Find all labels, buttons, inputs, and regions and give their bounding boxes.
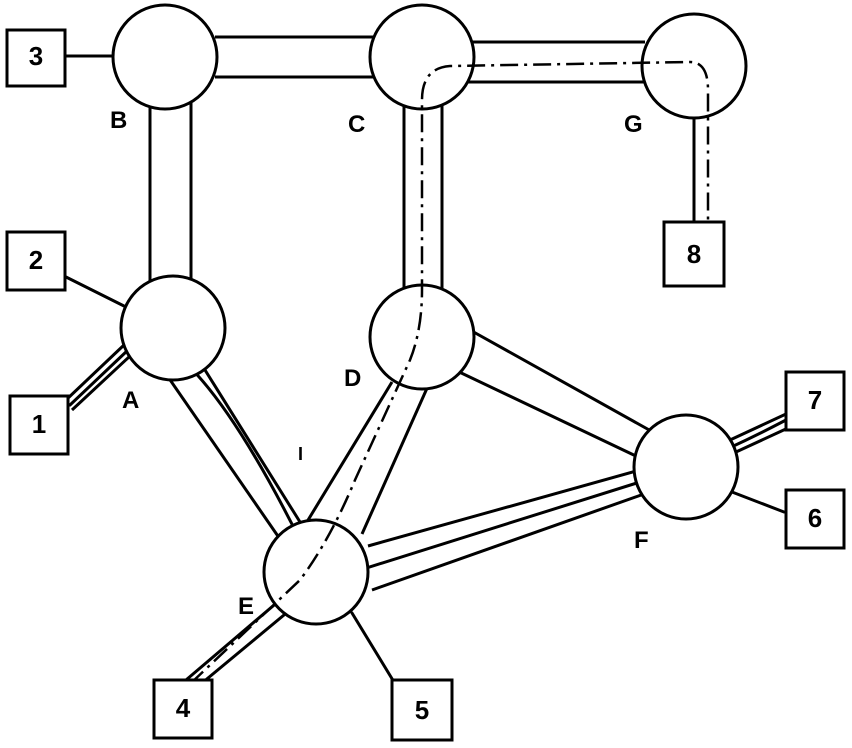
tunnel-F-7-edge bbox=[729, 412, 787, 442]
node-G bbox=[640, 12, 748, 120]
host-links bbox=[64, 54, 786, 684]
host-6: 6 bbox=[784, 488, 846, 550]
tunnel-1-A-edge bbox=[64, 343, 126, 402]
path-4-E-D-C-G-8 bbox=[189, 60, 710, 685]
host-7: 7 bbox=[784, 370, 846, 432]
host-3: 3 bbox=[5, 28, 67, 88]
node-F bbox=[632, 413, 740, 521]
link-D-F-lower bbox=[453, 368, 642, 460]
host-8: 8 bbox=[662, 220, 726, 288]
nodes bbox=[111, 3, 748, 626]
tunnel-E-F-edge bbox=[371, 492, 645, 592]
tunnel-E-F-edge bbox=[367, 468, 641, 548]
tunnel-A-E-edge bbox=[203, 369, 302, 523]
node-label-C: C bbox=[348, 111, 365, 138]
tunnels bbox=[64, 35, 789, 690]
node-label-D: D bbox=[344, 365, 361, 392]
host-label-4: 4 bbox=[176, 693, 191, 723]
link-2-A bbox=[64, 275, 126, 308]
node-label-F: F bbox=[634, 527, 649, 554]
host-label-6: 6 bbox=[808, 503, 822, 533]
node-C bbox=[368, 3, 476, 111]
host-label-1: 1 bbox=[32, 409, 46, 439]
node-B bbox=[111, 3, 219, 111]
node-label-A: A bbox=[122, 387, 139, 414]
node-labels: B C G A D E F I bbox=[110, 107, 649, 620]
tunnel-4-E-edge bbox=[195, 608, 291, 690]
node-A bbox=[119, 274, 227, 382]
host-5: 5 bbox=[390, 678, 454, 742]
host-label-3: 3 bbox=[29, 41, 43, 71]
link-D-F bbox=[468, 328, 662, 438]
host-1: 1 bbox=[8, 394, 70, 456]
tunnel-1-A-edge bbox=[70, 354, 132, 412]
host-label-2: 2 bbox=[29, 245, 43, 275]
node-label-E: E bbox=[238, 593, 254, 620]
host-label-8: 8 bbox=[687, 239, 701, 269]
node-E bbox=[262, 518, 370, 626]
host-2: 2 bbox=[5, 230, 67, 292]
tunnel-F-7-edge bbox=[735, 426, 789, 454]
link-5-E bbox=[350, 611, 396, 684]
node-label-B: B bbox=[110, 107, 127, 134]
stray-mark: I bbox=[298, 444, 303, 464]
host-label-7: 7 bbox=[808, 385, 822, 415]
host-4: 4 bbox=[152, 678, 214, 740]
node-D bbox=[368, 283, 476, 391]
hosts: 3 2 1 8 7 6 4 5 bbox=[5, 28, 846, 742]
tunnel-A-E-edge bbox=[164, 373, 284, 543]
node-label-G: G bbox=[624, 111, 643, 138]
link-6-F bbox=[730, 490, 786, 514]
tunnel-D-E-edge bbox=[360, 385, 430, 535]
host-label-5: 5 bbox=[415, 695, 429, 725]
tunnel-D-E-edge bbox=[300, 381, 394, 531]
